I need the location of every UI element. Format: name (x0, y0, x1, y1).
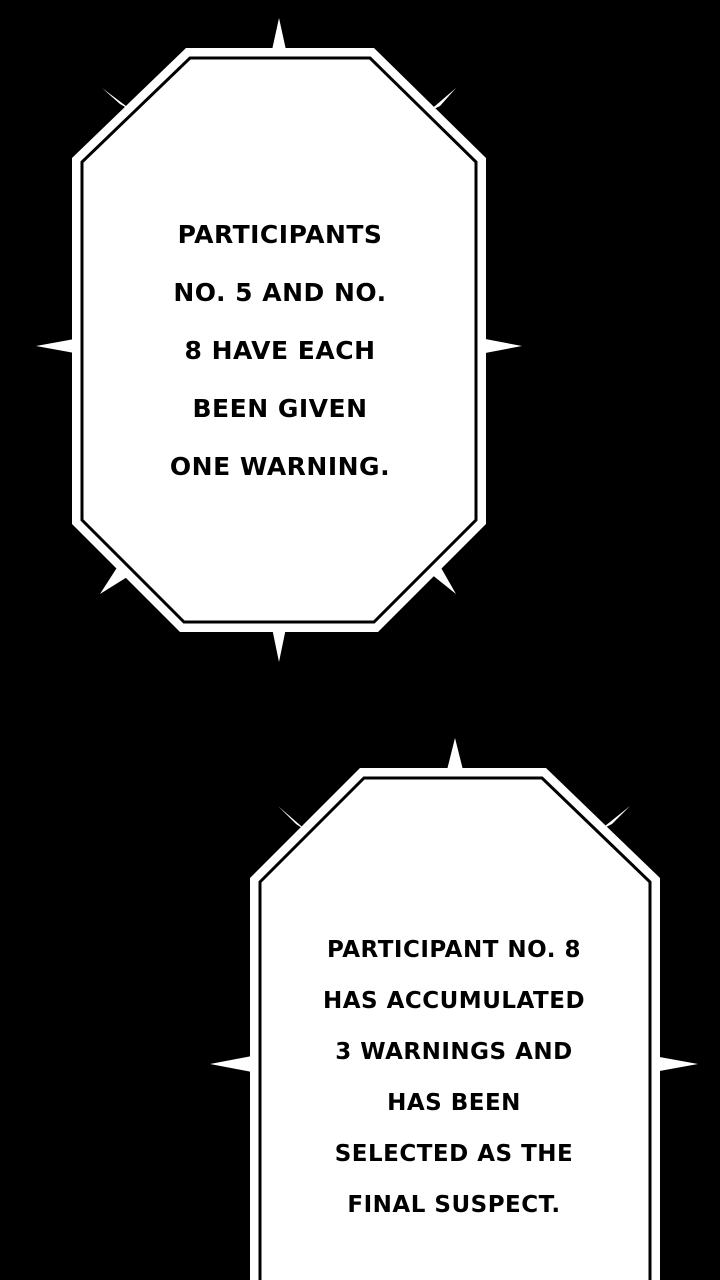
bubble-2-line: HAS BEEN (387, 1090, 521, 1116)
bubble-2-line: 3 WARNINGS AND (335, 1039, 573, 1065)
bubble-2-spike-left (210, 1056, 252, 1072)
bubble-1-line: BEEN GIVEN (192, 394, 368, 423)
bubble-2-outline (258, 776, 652, 1280)
bubble-2-text: PARTICIPANT NO. 8 HAS ACCUMULATED 3 WARN… (275, 925, 633, 1231)
bubble-1-spike-bottom (272, 628, 286, 662)
bubble-2-spike-top-left (278, 806, 308, 832)
bubble-2-line: SELECTED AS THE (334, 1141, 574, 1167)
bubble-2-outer (250, 768, 660, 1280)
bubble-1-line: NO. 5 AND NO. (173, 278, 387, 307)
bubble-2-line: FINAL SUSPECT. (347, 1192, 561, 1218)
bubble-1-outline (80, 56, 478, 624)
bubble-2-line: PARTICIPANT NO. 8 (327, 937, 581, 963)
bubble-1-text: PARTICIPANTS NO. 5 AND NO. 8 HAVE EACH B… (100, 206, 460, 496)
bubble-1-spike-top-right (428, 88, 456, 112)
bubble-1-spike-left (36, 338, 80, 354)
bubble-1-line: 8 HAVE EACH (184, 336, 376, 365)
speech-bubble-2 (210, 738, 698, 1280)
speech-bubble-1 (36, 18, 522, 662)
bubble-1-outer (72, 48, 486, 632)
bubble-2-spike-top-right (600, 806, 630, 830)
bubble-1-line: ONE WARNING. (169, 452, 391, 481)
bubble-1-line: PARTICIPANTS (177, 220, 383, 249)
bubble-2-spike-right (654, 1056, 698, 1072)
bubble-1-spike-right (480, 338, 522, 354)
bubble-2-spike-top (447, 738, 463, 770)
bubble-1-spike-top (272, 18, 286, 50)
bubble-2-line: HAS ACCUMULATED (322, 988, 586, 1014)
